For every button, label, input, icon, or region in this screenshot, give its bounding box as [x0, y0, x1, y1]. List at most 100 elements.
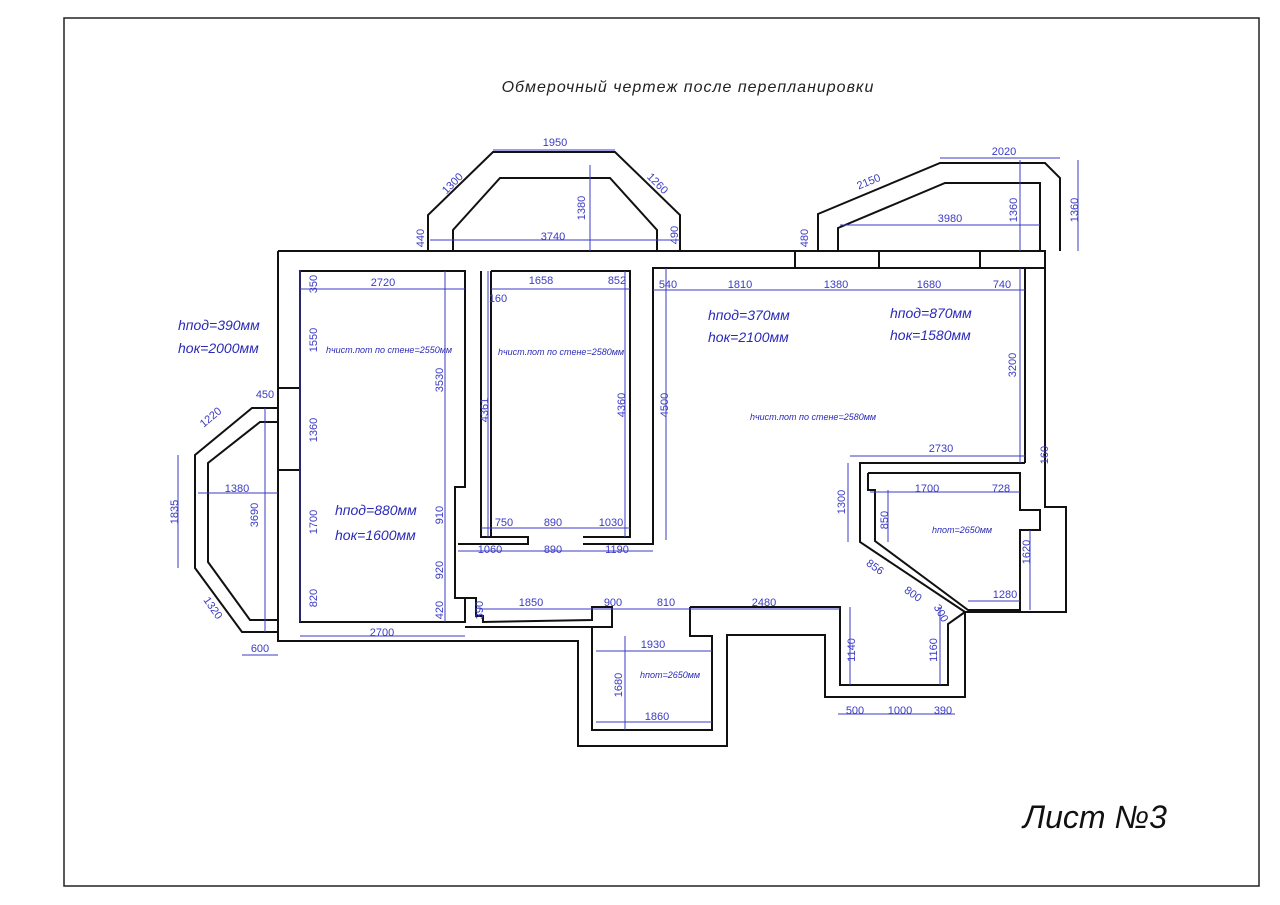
height-annotation: hок=2100мм — [708, 329, 789, 345]
bay-1-inner — [452, 177, 658, 251]
dimension-label: 890 — [544, 544, 562, 556]
dimension-label: 420 — [434, 601, 446, 619]
bay-2-outer — [817, 162, 1061, 251]
dimension-label: 2020 — [992, 146, 1016, 158]
kitchen-wall — [859, 462, 1025, 613]
dimension-label: 1300 — [836, 490, 848, 514]
height-annotations: hпод=390мм hок=2000мм hпод=880мм hок=1600мм… — [178, 305, 992, 680]
dimension-label: 1700 — [308, 510, 320, 534]
dimension-label: 2730 — [929, 443, 953, 455]
dimension-label: 1850 — [519, 597, 543, 609]
dimension-label: 600 — [251, 643, 269, 655]
dimension-label: 910 — [434, 506, 446, 524]
dimension-line — [177, 149, 1079, 730]
bay-3-inner — [207, 421, 278, 621]
dimension-label: 1360 — [1069, 198, 1081, 222]
dimension-label: 4360 — [616, 393, 628, 417]
walls — [194, 151, 1067, 747]
dimension-label: 1810 — [728, 279, 752, 291]
room-2-right — [491, 270, 631, 538]
dimension-label: 160 — [1039, 446, 1051, 464]
dimension-label: 1140 — [846, 638, 858, 662]
dimension-label: 300 — [931, 603, 951, 625]
room-2-inner — [490, 271, 528, 538]
dimension-label: 1930 — [641, 639, 665, 651]
height-annotation: hок=1600мм — [335, 527, 416, 543]
drawing-title: Обмерочный чертеж после перепланировки — [502, 79, 875, 96]
dimension-label: 1835 — [169, 500, 181, 524]
dimension-label: 1380 — [576, 196, 588, 220]
dimension-label: 900 — [604, 597, 622, 609]
height-annotation: hпод=370мм — [708, 307, 790, 323]
height-annotation: hчист.пот по стене=2580мм — [750, 412, 876, 422]
dimension-label: 1380 — [225, 483, 249, 495]
corridor-right-wall — [690, 606, 966, 686]
dimension-label: 3980 — [938, 213, 962, 225]
dimension-label: 3530 — [434, 368, 446, 392]
dimension-label: 3740 — [541, 231, 565, 243]
dimension-lines — [177, 149, 1079, 730]
dimension-label: 920 — [434, 561, 446, 579]
bay-1-outer — [427, 151, 681, 251]
dimension-label: 2480 — [752, 597, 776, 609]
sheet-frame — [63, 17, 1260, 887]
dimension-label: 1380 — [824, 279, 848, 291]
dimension-label: 3200 — [1007, 353, 1019, 377]
window-pier — [979, 250, 1046, 269]
dimension-label: 1360 — [1008, 198, 1020, 222]
corridor-wall — [465, 597, 613, 628]
bathroom-wall — [591, 607, 713, 731]
height-annotation: hпод=870мм — [890, 305, 972, 321]
dimension-label: 1060 — [478, 544, 502, 556]
dimension-label: 1860 — [645, 711, 669, 723]
dimension-label: 450 — [256, 389, 274, 401]
dimension-label: 490 — [669, 226, 681, 244]
dimension-label: 390 — [934, 705, 952, 717]
dimension-label: 1300 — [440, 171, 466, 197]
dimension-label: 1360 — [308, 418, 320, 442]
height-annotation: hок=2000мм — [178, 340, 259, 356]
dimension-label: 540 — [659, 279, 677, 291]
living-room-wall — [653, 267, 1026, 463]
window-pier — [794, 250, 880, 269]
dimension-label: 500 — [846, 705, 864, 717]
dimension-label: 160 — [489, 293, 507, 305]
dimension-label: 1160 — [928, 638, 940, 662]
kitchen-inner-wall — [867, 472, 1041, 611]
dimension-label: 4500 — [659, 393, 671, 417]
dimension-label: 1220 — [198, 405, 224, 430]
dimension-label: 820 — [308, 589, 320, 607]
room-1-wall — [299, 270, 466, 623]
height-annotation: hок=1580мм — [890, 327, 971, 343]
dimension-label: 1658 — [529, 275, 553, 287]
height-annotation: hпот=2650мм — [640, 670, 700, 680]
room-2-wall — [458, 271, 529, 545]
bay-3-outer — [194, 407, 278, 633]
dimension-label: 800 — [902, 584, 924, 604]
height-annotation: hпот=2650мм — [932, 525, 992, 535]
dimension-label: 1700 — [915, 483, 939, 495]
dimension-label: 480 — [799, 229, 811, 247]
dimension-label: 856 — [864, 557, 886, 577]
dimension-label: 2720 — [371, 277, 395, 289]
dimension-label: 1000 — [888, 705, 912, 717]
outer-wall — [277, 250, 1067, 747]
dimension-label: 852 — [608, 275, 626, 287]
dimension-label: 1320 — [201, 595, 225, 622]
dimension-label: 440 — [415, 229, 427, 247]
dimension-label: 1950 — [543, 137, 567, 149]
height-annotation: hпод=390мм — [178, 317, 260, 333]
dimension-label: 1680 — [917, 279, 941, 291]
dimension-label: 1280 — [993, 589, 1017, 601]
dimension-label: 1190 — [605, 544, 629, 556]
dimension-label: 1680 — [613, 673, 625, 697]
dimension-label: 850 — [879, 511, 891, 529]
dimension-label: 390 — [474, 601, 486, 619]
dimension-label: 4361 — [479, 398, 491, 422]
height-annotation: hпод=880мм — [335, 502, 417, 518]
dimension-label: 2700 — [370, 627, 394, 639]
dimension-label: 350 — [308, 275, 320, 293]
dimension-label: 1030 — [599, 517, 623, 529]
bay-2-inner — [837, 182, 1041, 251]
